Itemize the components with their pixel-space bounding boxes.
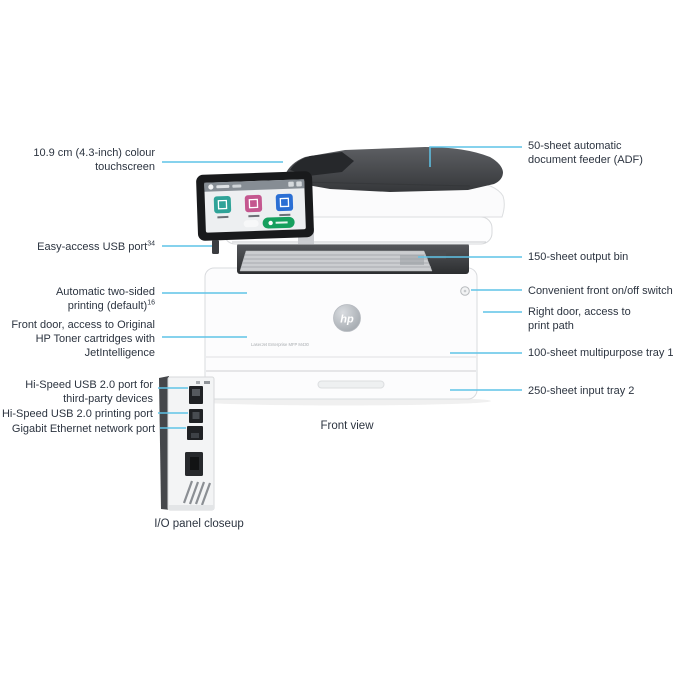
screen-title-text [216, 184, 230, 189]
hp-medallion [333, 304, 361, 332]
control-panel [196, 171, 314, 241]
tray2-handle [317, 380, 385, 389]
easy-access-usb-port [212, 240, 219, 254]
label-tray2: 250-sheet input tray 2 [528, 385, 635, 397]
print-tile [275, 193, 294, 212]
label-tray1: 100-sheet multipurpose tray 1 [528, 347, 674, 359]
adf-feeder-tray [290, 152, 354, 176]
model-text: LaserJet Enterprise MFP M430 [251, 342, 310, 347]
info-icon [296, 181, 302, 187]
front-view-caption: Front view [320, 420, 374, 432]
label-usb-printing-port: Hi-Speed USB 2.0 printing port [1, 408, 153, 420]
copies-field [243, 220, 259, 228]
copy-tile [213, 195, 232, 214]
screen-subtitle-text [232, 184, 242, 188]
power-switch-dot [463, 289, 467, 293]
scan-tile-label [248, 214, 260, 218]
label-right-door: Right door, access to print path [528, 306, 631, 332]
scan-icon [248, 198, 259, 209]
vent-slats [182, 480, 212, 506]
adf-seam [299, 181, 471, 187]
hp-medallion-text: hp [340, 314, 354, 326]
label-duplex-printing: Automatic two-sided printing (default)16 [55, 286, 155, 312]
fax-port-inner [190, 457, 199, 470]
print-icon [279, 197, 290, 208]
usb-a-port-inner [192, 389, 200, 396]
start-copy-button [262, 216, 295, 229]
print-tile-label [279, 213, 291, 217]
leader-adf [429, 146, 522, 167]
ethernet-port-inner [191, 433, 199, 438]
usb-b-port-inner [192, 412, 200, 419]
label-usb-third-party: Hi-Speed USB 2.0 port for third-party de… [25, 379, 153, 405]
io-panel-mark-1 [196, 381, 200, 384]
copy-tile-label [217, 215, 229, 219]
screen-top-bar [204, 179, 305, 192]
printer-body [204, 267, 478, 400]
copy-icon [217, 199, 228, 210]
leader-lines [158, 146, 522, 429]
io-panel-bottom-shade [168, 505, 214, 510]
label-output-bin: 150-sheet output bin [528, 251, 629, 263]
output-tray-ribs [239, 250, 446, 272]
label-power-switch: Convenient front on/off switch [528, 285, 673, 297]
signin-icon [288, 181, 294, 187]
io-panel-mark-2 [204, 381, 210, 384]
io-panel-caption: I/O panel closeup [154, 518, 244, 530]
io-panel-closeup [159, 376, 215, 511]
label-touchscreen: 10.9 cm (4.3-inch) colour touchscreen [33, 147, 155, 173]
scan-tile [244, 194, 263, 213]
label-ethernet-port: Gigabit Ethernet network port [11, 423, 155, 435]
printer-front-view: hp LaserJet Enterprise MFP M430 [191, 147, 505, 406]
label-easy-access-usb: Easy-access USB port34 [37, 240, 155, 253]
hp-logo-icon [208, 184, 214, 190]
label-front-door: Front door, access to Original HP Toner … [11, 319, 155, 359]
label-adf: 50-sheet automatic document feeder (ADF) [528, 140, 643, 166]
